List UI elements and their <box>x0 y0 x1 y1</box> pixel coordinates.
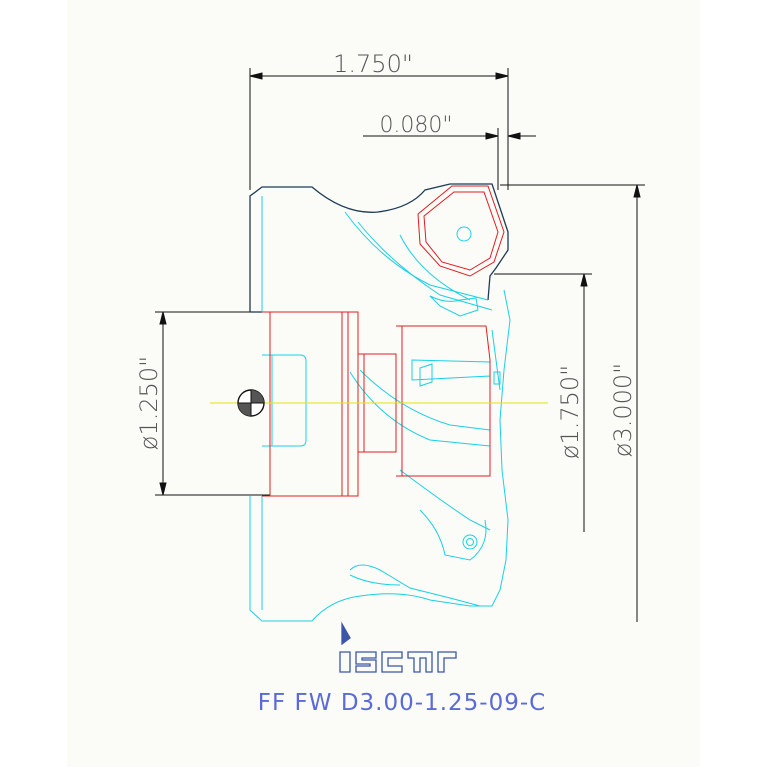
dimension-cutting-diameter <box>500 184 645 622</box>
dimension-hub-diameter <box>494 273 592 532</box>
dimension-bore-diameter <box>155 311 270 496</box>
hub-diameter-label: ø1.750" <box>556 365 584 459</box>
dimension-insert-offset <box>363 128 536 190</box>
cutting-diameter-label: ø3.000" <box>609 363 637 457</box>
body-outline-cyan <box>249 196 511 622</box>
tool-designation: FF FW D3.00-1.25-09-C <box>258 690 546 716</box>
insert-offset-label: 0.080" <box>379 113 452 138</box>
dimension-overall-length <box>249 68 509 190</box>
iscar-logo <box>339 621 457 673</box>
coupling-symbol <box>237 389 265 417</box>
body-outline-dark <box>249 183 509 313</box>
sheet-background-lower <box>67 270 700 767</box>
overall-length-label: 1.750" <box>333 50 413 78</box>
bore-diameter-label: ø1.250" <box>135 356 163 450</box>
body-outline-red <box>262 185 505 497</box>
